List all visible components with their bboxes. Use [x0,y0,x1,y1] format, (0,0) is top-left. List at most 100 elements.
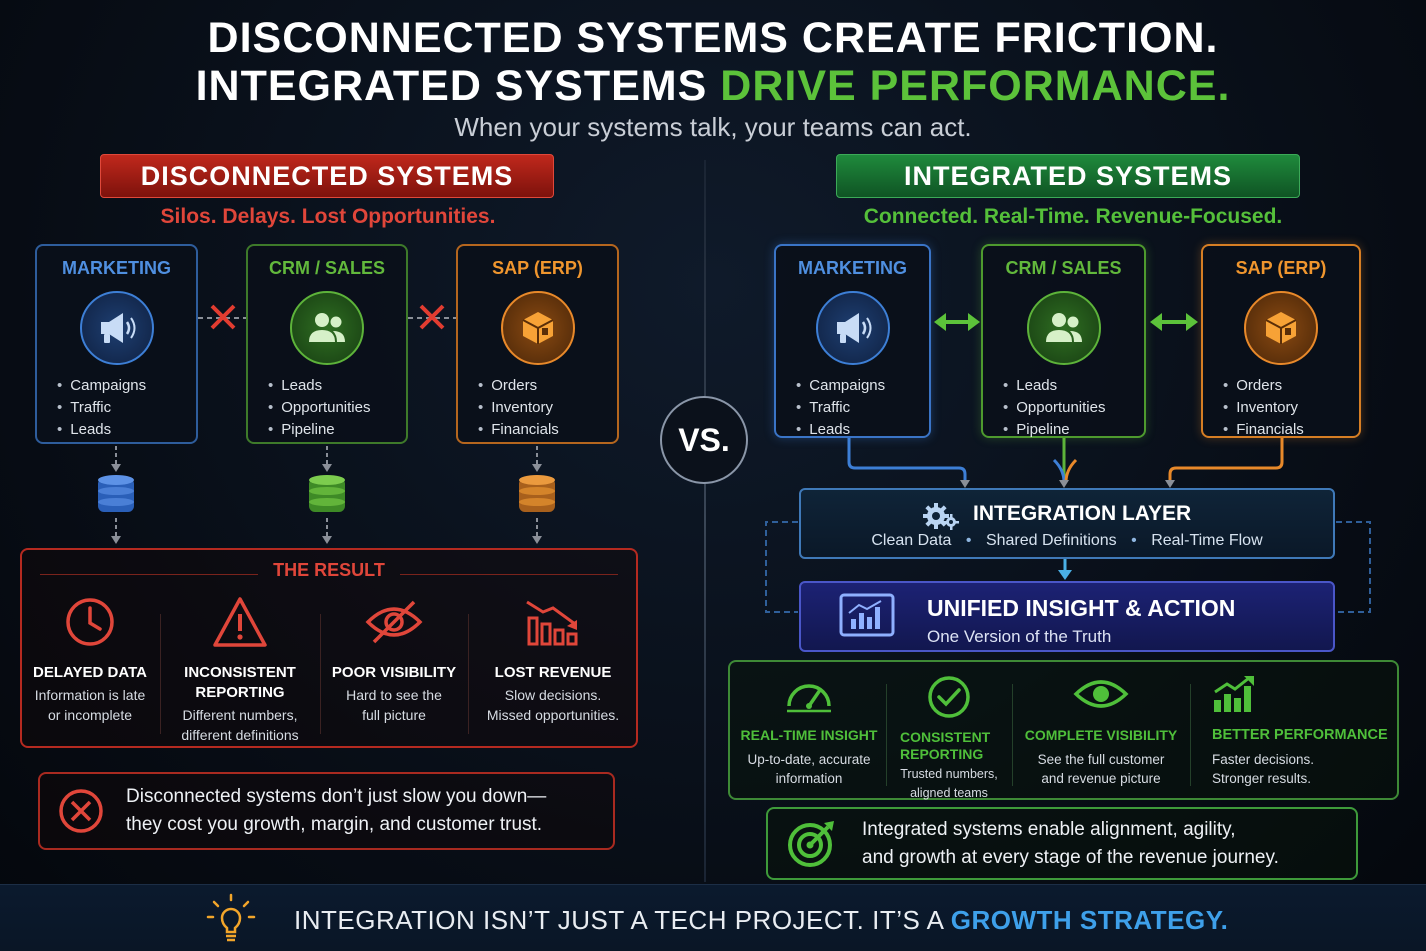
system-items: Orders Inventory Financials [458,375,617,441]
megaphone-icon [79,291,154,365]
result-desc: or incomplete [47,707,133,723]
headline-line-1: DISCONNECTED SYSTEMS CREATE FRICTION. [207,14,1219,62]
system-title: SAP (ERP) [1235,258,1327,278]
eye-icon [1073,680,1129,708]
integration-features: Clean Data • Shared Definitions • Real-T… [871,532,1263,549]
left-system-marketing: MARKETING Campaigns Traffic Leads [35,244,198,444]
result-item-delayed: DELAYED DATA Information is late or incom… [22,594,158,725]
list-item: Pipeline [268,419,406,441]
right-system-sap: SAP (ERP) Orders Inventory Financials [1201,244,1361,438]
right-system-marketing: MARKETING Campaigns Traffic Leads [774,244,931,438]
left-system-crm: CRM / SALES Leads Opportunities Pipeline [246,244,408,444]
headline-highlight: DRIVE PERFORMANCE. [720,62,1231,110]
system-items: Leads Opportunities Pipeline [248,375,406,441]
double-arrow-icon [1150,313,1198,331]
footer-prefix: INTEGRATION ISN’T JUST A TECH PROJECT. I… [294,905,951,935]
result-desc: different definitions [181,727,299,743]
result-desc: Different numbers, [182,707,298,723]
benefit-title: BETTER PERFORMANCE [1212,727,1388,743]
list-item: Leads [268,375,406,397]
footer-bar: INTEGRATION ISN’T JUST A TECH PROJECT. I… [0,884,1426,951]
left-connectors [98,304,555,544]
declining-chart-icon [526,600,578,646]
feature: Clean Data [871,532,952,549]
system-items: Campaigns Traffic Leads [776,375,929,441]
eye-off-icon [365,600,423,644]
benefit-title: COMPLETE VISIBILITY [1024,727,1178,743]
list-item: Traffic [796,397,929,419]
list-item: Financials [478,419,617,441]
system-title: MARKETING [798,258,907,278]
result-title: REPORTING [195,684,285,701]
result-desc: Slow decisions. [504,687,602,703]
database-icon [309,475,345,512]
integrated-banner: INTEGRATED SYSTEMS [836,154,1300,198]
x-circle-icon [59,789,103,833]
footer-highlight: GROWTH STRATEGY. [950,905,1229,935]
result-desc: full picture [362,707,426,723]
system-items: Leads Opportunities Pipeline [983,375,1144,441]
result-item-revenue: LOST REVENUE Slow decisions.Missed oppor… [470,594,636,725]
list-item: Traffic [57,397,196,419]
database-icon [98,475,134,512]
benefit-title: CONSISTENT [900,729,991,745]
benefit-desc: Stronger results. [1212,771,1312,786]
note-line: and growth at every stage of the revenue… [862,846,1279,868]
result-desc: Information is late [34,687,146,703]
benefit-desc: aligned teams [910,786,988,800]
list-item: Campaigns [796,375,929,397]
feature: Real-Time Flow [1151,532,1263,549]
note-line: Integrated systems enable alignment, agi… [862,818,1236,840]
unified-insight: UNIFIED INSIGHT & ACTION One Version of … [799,581,1335,652]
lightbulb-icon [206,893,256,942]
result-title: POOR VISIBILITY [331,664,457,681]
list-item: Opportunities [268,397,406,419]
integration-title: INTEGRATION LAYER [973,502,1192,525]
warning-icon [213,597,267,647]
integrated-tagline: Connected. Real-Time. Revenue-Focused. [863,205,1283,228]
list-item: Pipeline [1003,419,1144,441]
benefit-visibility: COMPLETE VISIBILITY See the full custome… [1014,674,1188,788]
result-caption: THE RESULT [273,560,385,580]
box-icon [500,291,575,365]
benefit-title: REAL-TIME INSIGHT [740,727,878,743]
result-panel: THE RESULT DELAYED DATA Information is l… [20,548,638,748]
dashboard-icon [839,593,895,637]
feature: Shared Definitions [985,532,1117,549]
headline-line-2: INTEGRATED SYSTEMS DRIVE PERFORMANCE. [0,62,1426,111]
result-title: LOST REVENUE [494,664,612,681]
megaphone-icon [815,291,890,365]
list-item: Leads [57,419,196,441]
gauge-icon [787,684,831,713]
list-item: Inventory [478,397,617,419]
subtitle: When your systems talk, your teams can a… [454,112,972,142]
benefit-title: REPORTING [900,746,984,762]
result-title: DELAYED DATA [33,664,147,681]
list-item: Orders [478,375,617,397]
check-circle-icon [928,676,970,718]
note-line: they cost you growth, margin, and custom… [126,814,543,835]
benefit-desc: Faster decisions. [1212,752,1315,767]
list-item: Opportunities [1003,397,1144,419]
system-items: Orders Inventory Financials [1203,375,1359,441]
list-item: Orders [1223,375,1359,397]
benefit-performance: BETTER PERFORMANCE Faster decisions. Stro… [1192,674,1397,788]
x-mark-icon [210,304,236,330]
center-divider [704,160,706,882]
system-title: CRM / SALES [268,258,385,278]
integrated-note: Integrated systems enable alignment, agi… [766,807,1358,880]
list-item: Campaigns [57,375,196,397]
right-connectors [765,313,1371,613]
vs-badge: VS. [660,396,748,484]
double-arrow-icon [934,313,980,331]
target-icon [788,820,834,867]
system-title: SAP (ERP) [492,258,583,278]
database-icon [519,475,555,512]
result-desc: Hard to see the [346,687,442,703]
list-item: Leads [1003,375,1144,397]
unified-title: UNIFIED INSIGHT & ACTION [927,595,1236,621]
